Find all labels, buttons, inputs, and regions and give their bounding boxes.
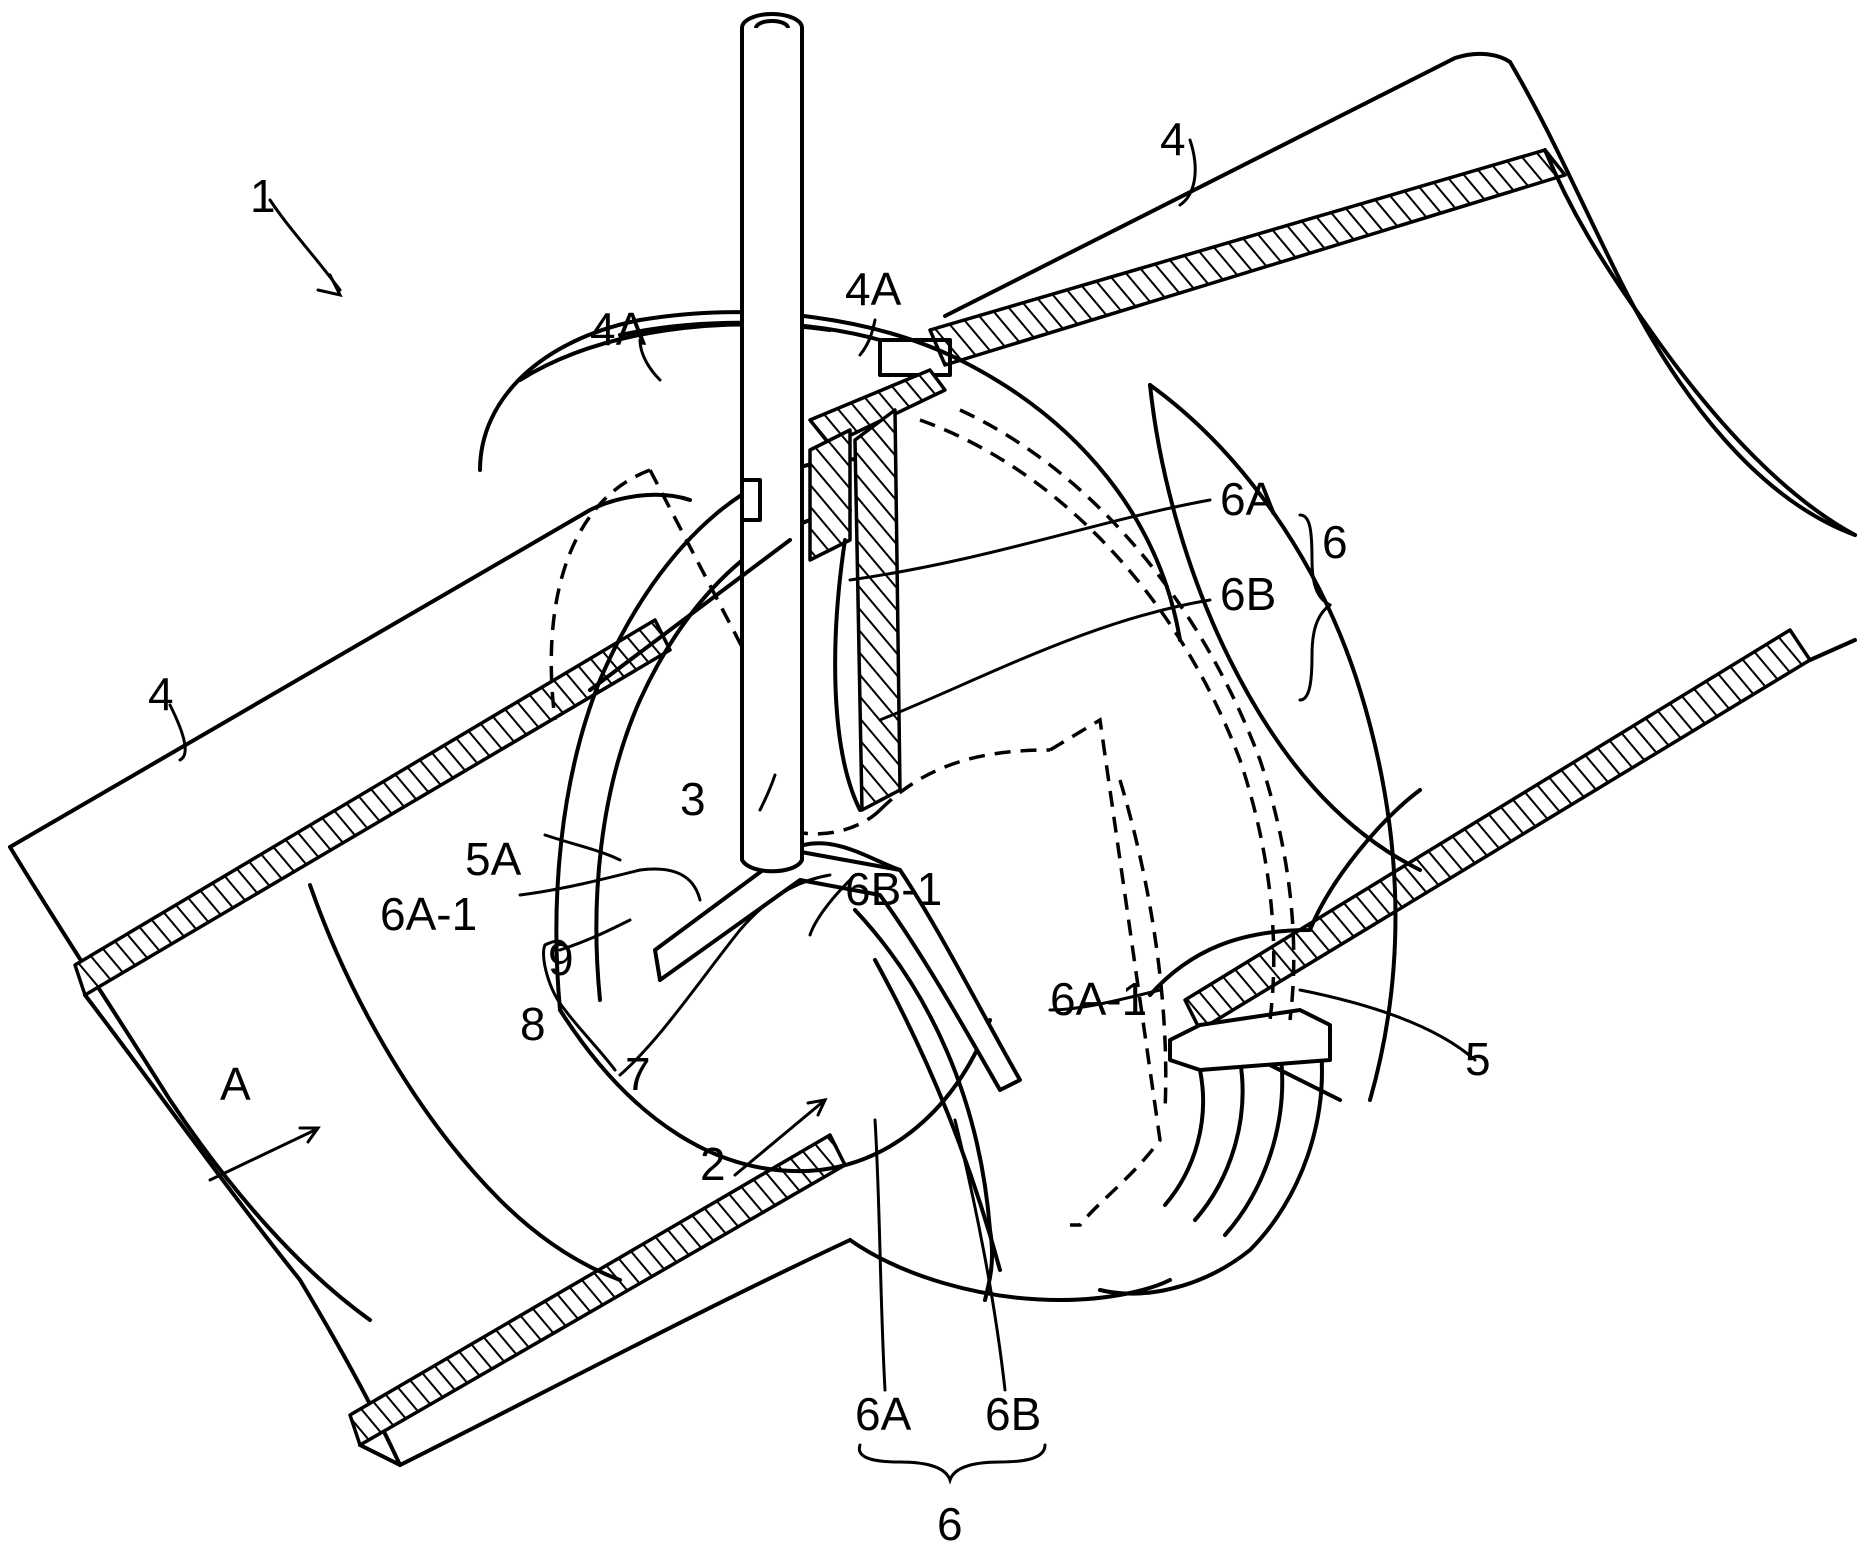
label-6b-top: 6B (1220, 568, 1276, 620)
label-6b-bottom: 6B (985, 1388, 1041, 1440)
label-5: 5 (1465, 1033, 1491, 1085)
pipe-left (8, 492, 852, 1467)
flange-section (588, 368, 947, 812)
label-8: 8 (520, 998, 546, 1050)
label-5a: 5A (465, 833, 522, 885)
label-pipe-upper: 4 (1160, 113, 1186, 165)
label-pipe-left: 4 (148, 668, 174, 720)
label-flow-a: A (220, 1058, 251, 1110)
hidden-lines (549, 408, 1296, 1227)
stem (740, 12, 804, 874)
label-2: 2 (700, 1138, 726, 1190)
label-6b-1: 6B-1 (845, 863, 942, 915)
label-6a-bottom: 6A (855, 1388, 912, 1440)
valve-housing (478, 310, 1422, 1302)
label-flange-left: 4A (590, 303, 647, 355)
label-6a-1-right: 6A-1 (1050, 973, 1147, 1025)
label-3: 3 (680, 773, 706, 825)
pipe-upper-right (928, 51, 1857, 1102)
label-device-1: 1 (250, 170, 276, 222)
label-6-top: 6 (1322, 516, 1348, 568)
label-6a-top: 6A (1220, 473, 1277, 525)
label-7: 7 (625, 1048, 651, 1100)
label-6a-1-left: 6A-1 (380, 888, 477, 940)
leader-lines (168, 138, 1477, 1485)
reference-labels: 1 4 4 4A 4A 6A 6B 6 3 5A 6A-1 9 8 7 6B-1… (148, 113, 1491, 1550)
label-flange-right: 4A (845, 263, 902, 315)
label-6-bottom: 6 (937, 1498, 963, 1550)
label-9: 9 (548, 933, 574, 985)
